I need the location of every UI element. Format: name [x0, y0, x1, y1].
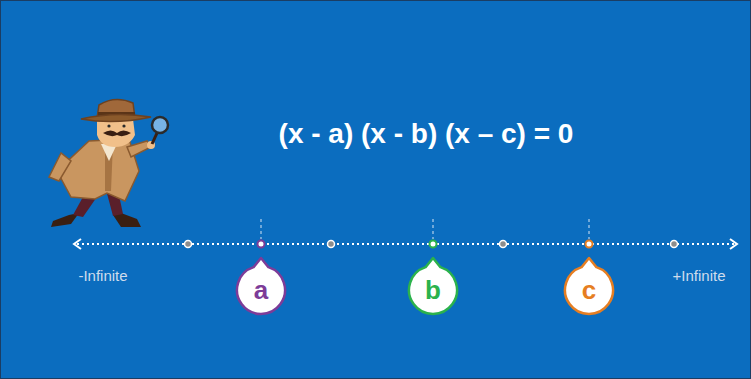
root-letter: b [425, 277, 441, 303]
eye [107, 124, 110, 127]
eye [122, 124, 125, 127]
arm [49, 153, 71, 181]
mustache [103, 131, 131, 137]
root-dot [430, 241, 437, 248]
equation-title: (x - a) (x - b) (x – c) = 0 [279, 118, 574, 150]
root-letter: a [254, 277, 268, 303]
root-letter: c [582, 277, 596, 303]
magnifier-handle [152, 133, 157, 144]
tick-line [433, 219, 434, 239]
axis-end-label: -Infinite [78, 267, 127, 284]
grey-dot [328, 241, 335, 248]
grey-dot [500, 241, 507, 248]
root-dot [586, 241, 593, 248]
root-callout: c [562, 256, 616, 317]
tick-line [261, 219, 262, 239]
arrow-left [74, 239, 81, 249]
callout-circle [237, 258, 285, 314]
number-line [77, 243, 734, 245]
callout-circle [565, 258, 613, 314]
arrow-right [730, 239, 737, 249]
root-dot [258, 241, 265, 248]
callout-circle [409, 258, 457, 314]
detective-figure [49, 99, 168, 227]
root-callout: a [234, 256, 288, 317]
face [97, 119, 135, 147]
hat-brim [81, 114, 151, 121]
tick-line [589, 219, 590, 239]
root-callout: b [406, 256, 460, 317]
axis-end-label: +Infinite [673, 267, 726, 284]
grey-dot [671, 241, 678, 248]
trench-coat [57, 139, 139, 201]
grey-dot [185, 241, 192, 248]
magnifying-glass [152, 117, 168, 133]
